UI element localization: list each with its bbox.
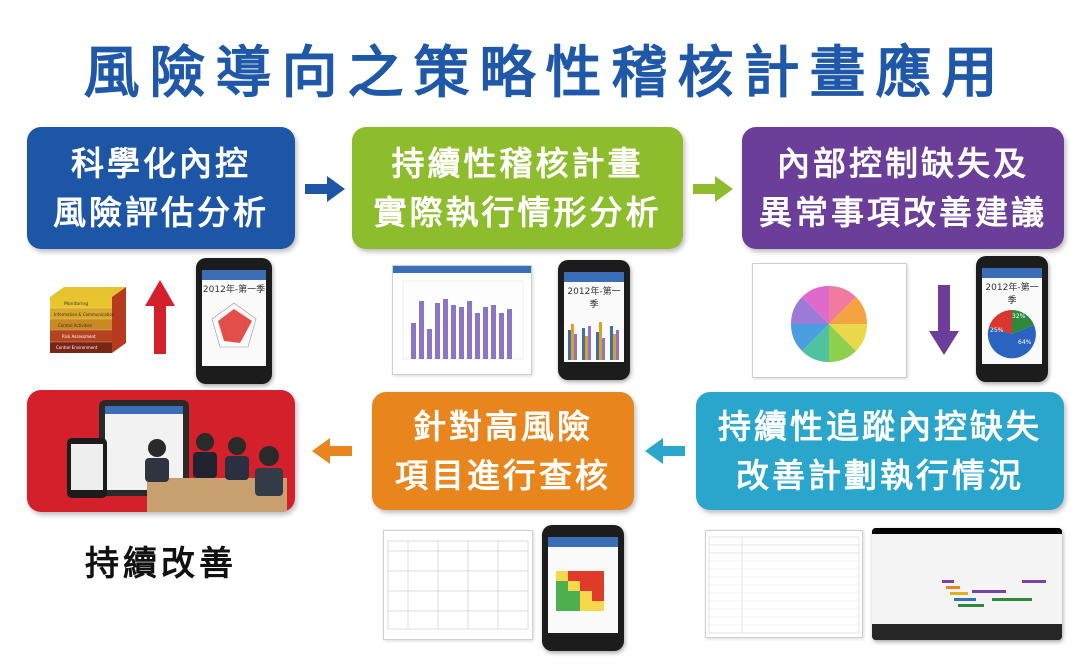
step-box-3: 內部控制缺失及 異常事項改善建議: [742, 127, 1064, 249]
step-1-line-2: 風險評估分析: [53, 193, 269, 232]
cube-layer-4: Risk Assessment: [62, 334, 96, 339]
step-2-line-1: 持續性稽核計畫: [391, 143, 644, 183]
arrow-right-icon: [693, 176, 733, 202]
step-5-line-1: 針對高風險: [413, 406, 593, 446]
arrow-up-icon: [145, 280, 175, 354]
coso-cube-image: Monitoring Information & Communication C…: [50, 287, 126, 353]
pie-chart-document-image: [752, 263, 907, 378]
continuous-improvement-label: 持續改善: [85, 544, 237, 584]
step-3-line-1: 內部控制缺失及: [777, 143, 1029, 183]
pie-label-2: 25%: [990, 327, 1004, 334]
checklist-document-image: [383, 530, 533, 640]
pie-label-1: 32%: [1012, 313, 1026, 320]
cube-layer-3: Control Activities: [58, 323, 92, 328]
cube-layer-5: Control Environment: [56, 345, 98, 350]
radar-chart-icon: [211, 302, 257, 348]
step-box-2: 持續性稽核計畫 實際執行情形分析: [352, 127, 683, 249]
step-2-line-2: 實際執行情形分析: [373, 193, 662, 232]
page-title: 風險導向之策略性稽核計畫應用: [83, 41, 1008, 106]
risk-matrix-icon: [556, 571, 604, 611]
pie-chart-icon: 32% 25% 64%: [987, 309, 1036, 359]
step-4-line-1: 持續性追蹤內控缺失: [718, 406, 1042, 446]
pie-label-3: 64%: [1018, 339, 1032, 346]
step-1-line-1: 科學化內控: [71, 143, 251, 183]
meeting-illustration-block: [27, 390, 295, 512]
phone-bar-chart-image: 2012年-第一季: [558, 260, 630, 380]
step-3-line-2: 異常事項改善建議: [759, 193, 1047, 232]
arrow-right-icon: [305, 176, 345, 202]
phone-3-caption: 2012年-第一季: [985, 283, 1039, 306]
step-5-line-2: 項目進行查核: [395, 456, 611, 495]
phone-risk-heatmap-image: [542, 525, 624, 651]
tablet-gantt-image: [872, 528, 1062, 640]
step-box-5: 針對高風險 項目進行查核: [372, 392, 634, 510]
bar-chart-document-image: [392, 265, 532, 375]
arrow-down-icon: [929, 285, 959, 355]
phone-pie-chart-image: 2012年-第一季 32% 25% 64%: [976, 256, 1048, 382]
tracking-table-document-image: [705, 530, 863, 638]
phone-1-caption: 2012年-第一季: [202, 285, 266, 295]
phone-radar-image: 2012年-第一季: [196, 258, 272, 384]
step-box-1: 科學化內控 風險評估分析: [27, 127, 295, 249]
grouped-bar-icon: [568, 322, 619, 360]
arrow-left-icon: [312, 438, 352, 464]
step-box-4: 持續性追蹤內控缺失 改善計劃執行情況: [696, 392, 1064, 510]
step-4-line-2: 改善計劃執行情況: [736, 456, 1024, 495]
phone-2-caption: 2012年-第一季: [567, 287, 621, 310]
cube-layer-1: Monitoring: [64, 301, 88, 307]
arrow-left-icon: [645, 438, 685, 464]
cube-layer-2: Information & Communication: [54, 312, 115, 317]
